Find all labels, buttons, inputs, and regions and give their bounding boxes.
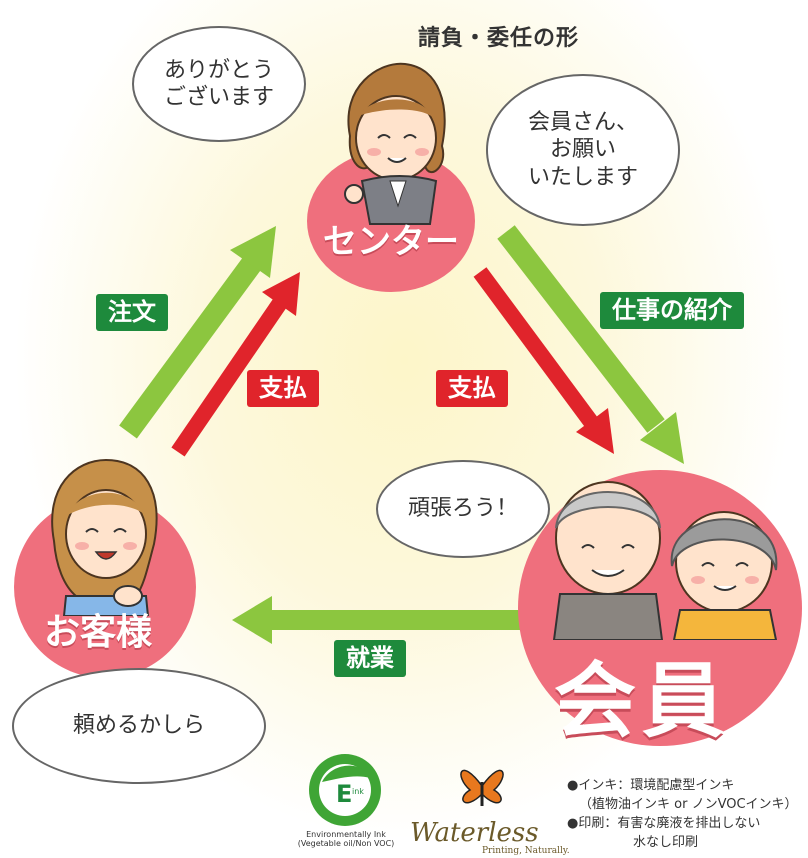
svg-text:E: E (336, 780, 352, 808)
bubble-center-thanks: ありがとう ございます (132, 26, 306, 142)
center-label: センター (323, 222, 459, 262)
legend-line-4: 水なし印刷 (633, 835, 699, 850)
bubble-customer-hope: 頼めるかしら (12, 668, 266, 784)
member-label: 会員 (554, 654, 731, 749)
butterfly-logo-icon (460, 769, 504, 806)
member-couple-illustration (552, 481, 778, 640)
eink-caption: Environmentally Ink (Vegetable oil/Non V… (276, 830, 416, 848)
customer-label: お客様 (44, 612, 153, 653)
work-arrow (232, 596, 540, 644)
legend-line-1: ●インキ：環境配慮型インキ (567, 778, 735, 793)
waterless-sub: Printing, Naturally. (482, 846, 570, 856)
job-intro-arrow (497, 225, 684, 464)
eink-label: Environmentally Ink (306, 830, 386, 839)
customer-illustration (51, 458, 158, 616)
legend-line-3: ●印刷：有害な廃液を排出しない (567, 816, 761, 831)
eink-mark-text: ink (352, 787, 364, 796)
eink-sub: (Vegetable oil/Non VOC) (297, 839, 395, 848)
bubble-member-cheer: 頑張ろう！ (376, 460, 550, 558)
center-staff-illustration (344, 62, 446, 225)
waterless-text: Waterless (410, 818, 539, 848)
legend: ●インキ：環境配慮型インキ （植物油インキ or ノンVOCインキ） ●印刷：有… (567, 776, 798, 852)
legend-line-2: （植物油インキ or ノンVOCインキ） (579, 797, 798, 812)
eink-logo-icon: E ink (309, 754, 381, 826)
bubble-center-request: 会員さん、 お願い いたします (486, 74, 680, 226)
order-arrow (119, 226, 276, 439)
diagram-title: 請負・委任の形 (418, 26, 580, 51)
payment-to-member-arrow (473, 267, 614, 454)
job-intro-tag: 仕事の紹介 (600, 292, 744, 329)
payment-left-tag: 支払 (247, 370, 319, 407)
payment-right-tag: 支払 (436, 370, 508, 407)
work-tag: 就業 (334, 640, 406, 677)
payment-to-center-arrow (171, 272, 300, 457)
order-tag: 注文 (96, 294, 168, 331)
